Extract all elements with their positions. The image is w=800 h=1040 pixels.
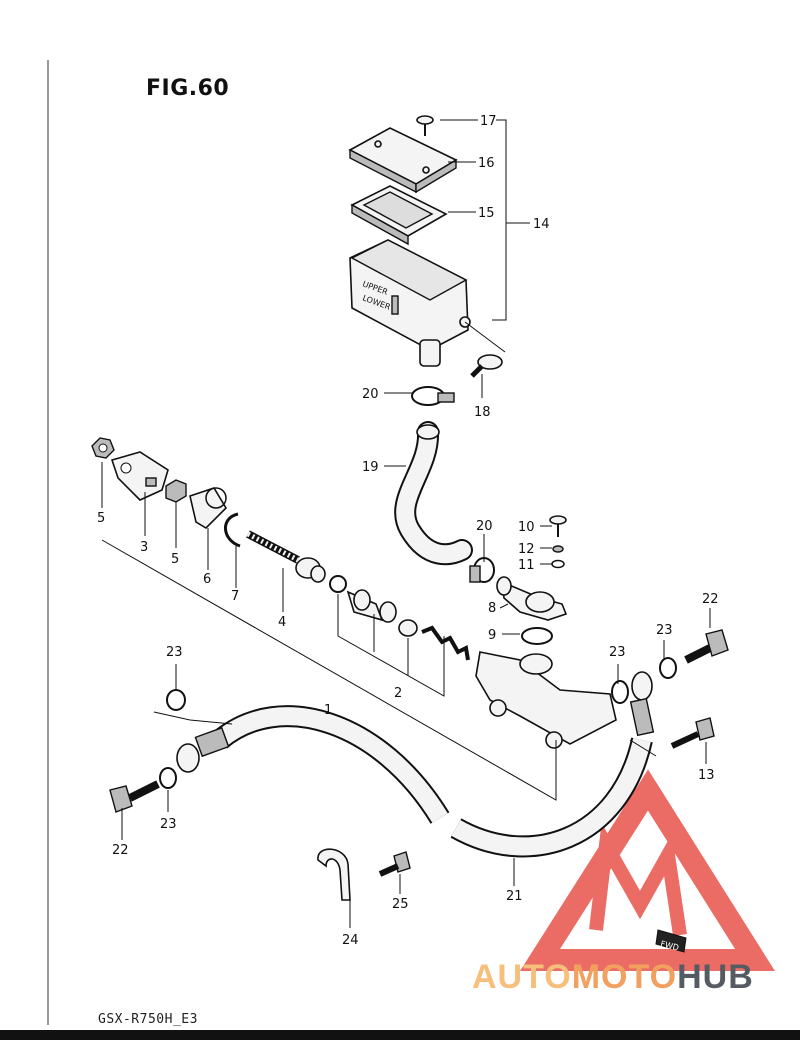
watermark-word-hub: HUB — [677, 958, 754, 996]
callout-1: 1 — [324, 703, 332, 718]
connector-washer — [551, 559, 565, 569]
callout-3: 3 — [140, 540, 148, 555]
model-code: GSX-R750H_E3 — [98, 1012, 198, 1027]
reservoir-body: UPPER LOWER — [349, 239, 471, 367]
hose-clamp-bracket — [317, 848, 351, 901]
sealing-washer-c — [611, 680, 629, 704]
leader-lines — [101, 119, 711, 928]
watermark-m-glyph — [589, 822, 687, 937]
callout-22-left: 22 — [112, 843, 129, 858]
callout-4: 4 — [278, 615, 286, 630]
hose-connector — [496, 576, 568, 621]
callout-19: 19 — [362, 460, 379, 475]
reservoir-cap-screw — [416, 115, 434, 136]
watermark-wordmark: AUTOMOTOHUB — [472, 958, 754, 997]
reservoir-bolt — [470, 354, 503, 378]
callout-6: 6 — [203, 572, 211, 587]
bottom-scan-edge — [0, 1030, 800, 1040]
callout-23-c: 23 — [656, 623, 673, 638]
piston — [346, 589, 397, 623]
callout-2: 2 — [394, 686, 402, 701]
callout-16: 16 — [478, 156, 495, 171]
lock-nut — [165, 479, 187, 503]
sealing-washer-a — [166, 689, 186, 711]
watermark-triangle — [519, 769, 775, 971]
callout-5-b: 5 — [171, 552, 179, 567]
return-spring — [421, 625, 470, 661]
clamp-bolt — [378, 851, 411, 877]
banjo-fitting-right — [629, 671, 655, 737]
piston-cup — [329, 575, 347, 593]
fwd-badge: FWD — [655, 929, 687, 953]
callout-13: 13 — [698, 768, 715, 783]
callout-17: 17 — [480, 114, 497, 129]
connector-screw — [549, 515, 567, 537]
union-bolt-left — [109, 780, 160, 813]
hose-clamp-upper — [411, 386, 455, 406]
callout-18: 18 — [474, 405, 491, 420]
connector-spring-washer — [552, 545, 564, 553]
callout-9: 9 — [488, 628, 496, 643]
callout-24: 24 — [342, 933, 359, 948]
pushrod-nut — [91, 437, 115, 459]
fwd-badge-text: FWD — [660, 939, 680, 952]
callout-23-a: 23 — [166, 645, 183, 660]
clevis — [110, 451, 169, 501]
watermark-word-moto: MOTO — [571, 958, 678, 996]
callout-5-a: 5 — [97, 511, 105, 526]
sealing-washer-b — [159, 767, 177, 789]
connector-o-ring — [521, 627, 553, 645]
sealing-washer-d — [659, 657, 677, 679]
pushrod — [246, 530, 326, 583]
callout-23-d: 23 — [160, 817, 177, 832]
reservoir-diaphragm — [350, 185, 448, 246]
figure-title: FIG.60 — [146, 76, 230, 101]
callout-21: 21 — [506, 889, 523, 904]
callout-11: 11 — [518, 558, 535, 573]
circlip — [224, 512, 241, 548]
callout-23-b: 23 — [609, 645, 626, 660]
callout-14: 14 — [533, 217, 550, 232]
master-cylinder-body — [475, 651, 617, 749]
reservoir-cap — [348, 127, 458, 194]
mount-bolt — [670, 717, 715, 749]
callout-7: 7 — [231, 589, 239, 604]
banjo-fitting-left — [176, 726, 230, 773]
watermark-word-auto: AUTO — [472, 958, 572, 996]
union-bolt-right — [684, 629, 729, 664]
dust-boot — [189, 487, 228, 530]
reservoir-hose — [396, 423, 471, 564]
callout-10: 10 — [518, 520, 535, 535]
callout-20-lower: 20 — [476, 519, 493, 534]
callout-20-upper: 20 — [362, 387, 379, 402]
callout-22-right: 22 — [702, 592, 719, 607]
clutch-hose — [214, 707, 651, 856]
callout-8: 8 — [488, 601, 496, 616]
watermark-logo — [519, 769, 775, 971]
callout-12: 12 — [518, 542, 535, 557]
hose-clamp-lower — [469, 557, 495, 583]
secondary-cup — [398, 619, 418, 637]
callout-25: 25 — [392, 897, 409, 912]
callout-15: 15 — [478, 206, 495, 221]
